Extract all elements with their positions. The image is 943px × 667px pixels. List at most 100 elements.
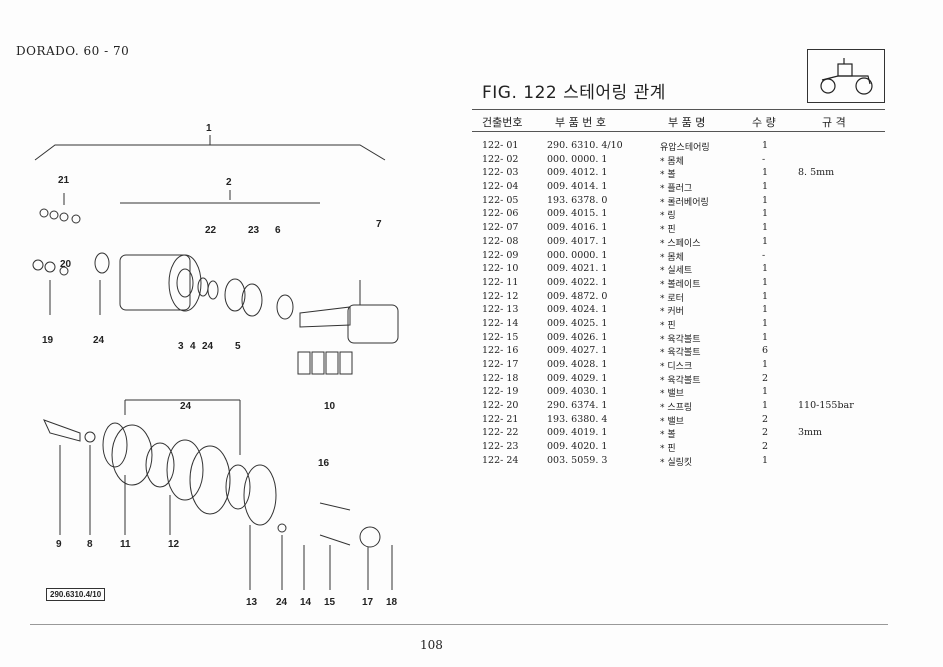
col-header-name: 부 품 명 <box>668 116 706 129</box>
part-qty: 1 <box>762 194 769 206</box>
part-name: 유압스테어링 <box>660 143 710 153</box>
callout-15: 15 <box>324 597 336 608</box>
part-qty: 1 <box>762 140 769 151</box>
part-number: 009. 4030. 1 <box>547 386 608 398</box>
part-qty: - <box>762 153 766 165</box>
col-header-code: 건출번호 <box>482 116 523 129</box>
callout-22: 22 <box>205 225 217 236</box>
part-code: 122- 24 <box>482 454 519 466</box>
part-qty: - <box>762 249 766 261</box>
part-code: 122- 13 <box>482 304 519 316</box>
diagram-reference: 290.6310.4/10 <box>46 588 106 601</box>
col-header-qty: 수 량 <box>752 116 776 129</box>
part-name: * 볼레이트 <box>660 279 701 290</box>
part-name: * 핀 <box>660 320 676 331</box>
part-code: 122- 15 <box>482 331 519 343</box>
callout-13: 13 <box>246 597 258 608</box>
part-name: * 육각볼트 <box>660 334 701 345</box>
part-name: * 육각볼트 <box>660 375 701 386</box>
figure-title: FIG. 122 스테어링 관계 <box>482 83 666 103</box>
part-number: 009. 4027. 1 <box>547 345 608 357</box>
part-number: 009. 4024. 1 <box>547 304 608 316</box>
callout-14: 14 <box>300 597 312 608</box>
part-qty: 1 <box>762 304 769 316</box>
part-number: 009. 4872. 0 <box>547 290 608 302</box>
part-name: * 밸브 <box>660 389 684 400</box>
part-qty: 2 <box>762 372 769 384</box>
part-code: 122- 04 <box>482 181 519 193</box>
part-number: 009. 4029. 1 <box>547 372 608 384</box>
part-code: 122- 22 <box>482 427 519 439</box>
part-number: 009. 4025. 1 <box>547 317 608 329</box>
callout-2: 2 <box>226 177 232 188</box>
callout-5: 5 <box>235 341 241 352</box>
part-code: 122- 20 <box>482 400 519 412</box>
callout-21: 21 <box>58 175 70 186</box>
part-qty: 1 <box>762 290 769 302</box>
part-name: * 실링킷 <box>660 457 693 468</box>
part-code: 122- 17 <box>482 359 519 370</box>
part-number: 009. 4021. 1 <box>547 263 608 275</box>
part-code: 122- 07 <box>482 222 519 234</box>
part-code: 122- 16 <box>482 345 519 357</box>
part-code: 122- 11 <box>482 276 519 288</box>
part-qty: 1 <box>762 276 769 288</box>
part-qty: 1 <box>762 317 769 329</box>
part-code: 122- 06 <box>482 208 519 220</box>
part-name: * 커버 <box>660 307 684 318</box>
part-code: 122- 19 <box>482 386 519 398</box>
part-qty: 1 <box>762 263 769 275</box>
part-name: * 밸브 <box>660 416 684 427</box>
part-number: 009. 4022. 1 <box>547 276 608 288</box>
part-code: 122- 01 <box>482 140 519 151</box>
part-code: 122- 08 <box>482 235 519 247</box>
part-qty: 1 <box>762 167 769 179</box>
part-code: 122- 09 <box>482 249 519 261</box>
part-spec: 3mm <box>798 427 823 439</box>
part-name: * 디스크 <box>660 362 693 372</box>
part-number: 009. 4012. 1 <box>547 167 608 179</box>
part-qty: 1 <box>762 400 769 412</box>
callout-17: 17 <box>362 597 374 608</box>
part-qty: 2 <box>762 441 769 453</box>
callout-10: 10 <box>324 401 336 412</box>
part-number: 000. 0000. 1 <box>547 249 608 261</box>
part-code: 122- 21 <box>482 413 519 425</box>
part-code: 122- 14 <box>482 317 519 329</box>
part-code: 122- 03 <box>482 167 519 179</box>
part-number: 193. 6380. 4 <box>547 413 608 425</box>
callout-1: 1 <box>206 123 212 134</box>
callout-7: 7 <box>376 219 382 230</box>
callout-20: 20 <box>60 259 72 270</box>
part-name: * 로터 <box>660 293 684 304</box>
table-row: 122- 14 009. 4025. 1 * 핀 1 <box>472 318 885 332</box>
part-code: 122- 10 <box>482 263 519 275</box>
part-spec: 8. 5mm <box>798 167 835 179</box>
callout-23: 23 <box>248 225 260 236</box>
part-name: * 핀 <box>660 225 676 236</box>
callout-18: 18 <box>386 597 398 608</box>
part-qty: 1 <box>762 359 769 370</box>
part-qty: 6 <box>762 345 769 357</box>
footer-rule <box>30 624 888 625</box>
part-name: * 스페이스 <box>660 238 701 249</box>
part-name: * 볼 <box>660 170 676 181</box>
callout-12: 12 <box>168 539 180 550</box>
col-header-part: 부 품 번 호 <box>555 116 606 129</box>
callout-24-c: 24 <box>180 401 192 412</box>
callout-4: 4 <box>190 341 196 352</box>
part-qty: 2 <box>762 427 769 439</box>
part-number: 009. 4026. 1 <box>547 331 608 343</box>
part-name: * 몸체 <box>660 156 684 167</box>
callout-16: 16 <box>318 458 330 469</box>
